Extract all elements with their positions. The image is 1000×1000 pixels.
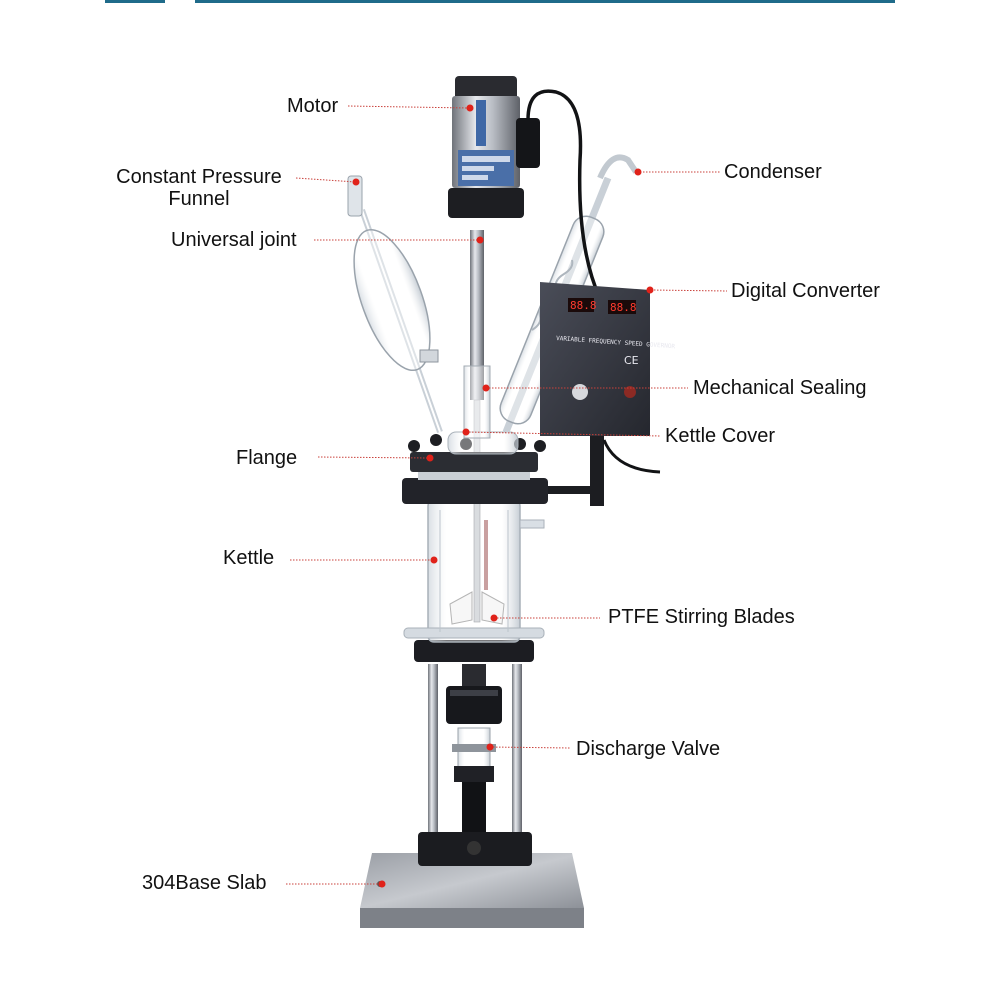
header-bar-left — [105, 0, 165, 3]
header-bar-right — [195, 0, 895, 3]
marker-mechanical-sealing — [482, 384, 490, 392]
panel-ce-mark: CE — [624, 354, 639, 367]
label-kettle: Kettle — [223, 547, 275, 569]
constant-pressure-funnel — [347, 175, 443, 433]
base-slab — [360, 853, 584, 928]
marker-flange — [426, 454, 434, 462]
support-rod-right — [512, 664, 522, 860]
svg-text:88.8: 88.8 — [570, 299, 597, 312]
marker-motor — [466, 104, 474, 112]
label-base-slab: 304Base Slab — [142, 872, 267, 894]
svg-text:88.8: 88.8 — [610, 301, 637, 314]
label-digital-converter: Digital Converter — [731, 280, 880, 302]
marker-base-slab — [378, 880, 386, 888]
support-rod-left — [428, 664, 438, 860]
label-motor: Motor — [287, 95, 339, 117]
leader-markers — [352, 104, 654, 888]
marker-universal-joint — [476, 236, 484, 244]
mechanical-seal — [463, 365, 491, 439]
label-mechanical-sealing: Mechanical Sealing — [693, 377, 867, 399]
label-kettle-cover: Kettle Cover — [665, 425, 776, 447]
marker-condenser — [634, 168, 642, 176]
lower-flange — [414, 640, 534, 662]
marker-kettle — [430, 556, 438, 564]
label-ptfe-stirring-blades: PTFE Stirring Blades — [608, 606, 795, 628]
leader-lines — [286, 105, 728, 885]
label-flange: Flange — [236, 447, 298, 469]
digital-converter-panel: 88.8 88.8 — [540, 282, 661, 474]
motor — [448, 76, 622, 332]
stirring-shaft — [449, 230, 505, 625]
label-funnel-line2: Funnel — [168, 188, 230, 210]
marker-discharge-valve — [486, 743, 494, 751]
label-condenser: Condenser — [724, 161, 822, 183]
label-universal-joint: Universal joint — [171, 229, 297, 251]
marker-ptfe-blades — [490, 614, 498, 622]
marker-funnel — [352, 178, 360, 186]
discharge-valve-assembly — [446, 664, 502, 855]
label-discharge-valve: Discharge Valve — [576, 738, 721, 760]
marker-kettle-cover — [462, 428, 470, 436]
marker-digital-converter — [646, 286, 654, 294]
label-funnel-line1: Constant Pressure — [116, 166, 282, 188]
label-constant-pressure-funnel: Constant Pressure Funnel — [104, 166, 294, 210]
